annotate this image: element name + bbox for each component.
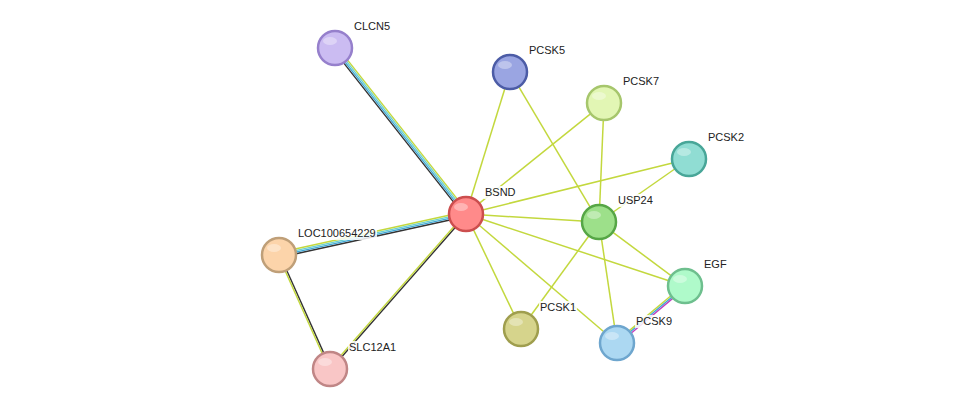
node-circle: [261, 237, 297, 273]
interaction-edge: [473, 229, 513, 313]
node-circle: [581, 204, 617, 240]
node-label: EGF: [703, 258, 728, 271]
interaction-edge: [285, 270, 324, 354]
node-label: PCSK7: [622, 75, 660, 88]
protein-node: LOC100654229: [261, 237, 297, 273]
node-label: USP24: [617, 194, 654, 207]
interaction-edge: [483, 215, 582, 221]
interaction-edge: [519, 87, 591, 208]
node-label: SLC12A1: [348, 341, 397, 354]
interaction-edge: [602, 239, 615, 326]
protein-node: PCSK2: [671, 141, 707, 177]
node-label: PCSK1: [539, 301, 577, 314]
node-circle: [599, 325, 635, 361]
protein-node: USP24: [581, 204, 617, 240]
protein-node: SLC12A1: [312, 351, 348, 387]
node-circle: [317, 30, 353, 66]
interaction-edge: [295, 215, 450, 253]
node-circle: [667, 268, 703, 304]
node-label: PCSK2: [707, 131, 745, 144]
protein-node: CLCN5: [317, 30, 353, 66]
interaction-edge: [344, 60, 458, 202]
node-circle: [312, 351, 348, 387]
node-circle: [503, 311, 539, 347]
node-label: PCSK5: [528, 44, 566, 57]
protein-node: PCSK7: [586, 85, 622, 121]
interaction-edge: [479, 225, 604, 332]
interaction-edge: [482, 219, 669, 280]
protein-node: PCSK9: [599, 325, 635, 361]
interaction-edge: [629, 296, 673, 334]
interaction-edge: [613, 169, 675, 213]
interaction-edge: [600, 120, 604, 205]
protein-node: PCSK1: [503, 311, 539, 347]
node-label: PCSK9: [635, 315, 673, 328]
node-circle: [586, 85, 622, 121]
node-label: CLCN5: [353, 20, 391, 33]
interaction-edge: [471, 88, 505, 198]
protein-node: PCSK5: [492, 54, 528, 90]
node-circle: [671, 141, 707, 177]
protein-node: BSND: [448, 196, 484, 232]
node-circle: [492, 54, 528, 90]
node-circle: [448, 196, 484, 232]
interaction-edge: [479, 114, 591, 204]
node-label: BSND: [484, 186, 517, 199]
interaction-edge: [531, 236, 589, 316]
interaction-edge: [613, 232, 672, 276]
node-label: LOC100654229: [297, 227, 377, 240]
interaction-edge: [341, 226, 456, 356]
protein-node: EGF: [667, 268, 703, 304]
